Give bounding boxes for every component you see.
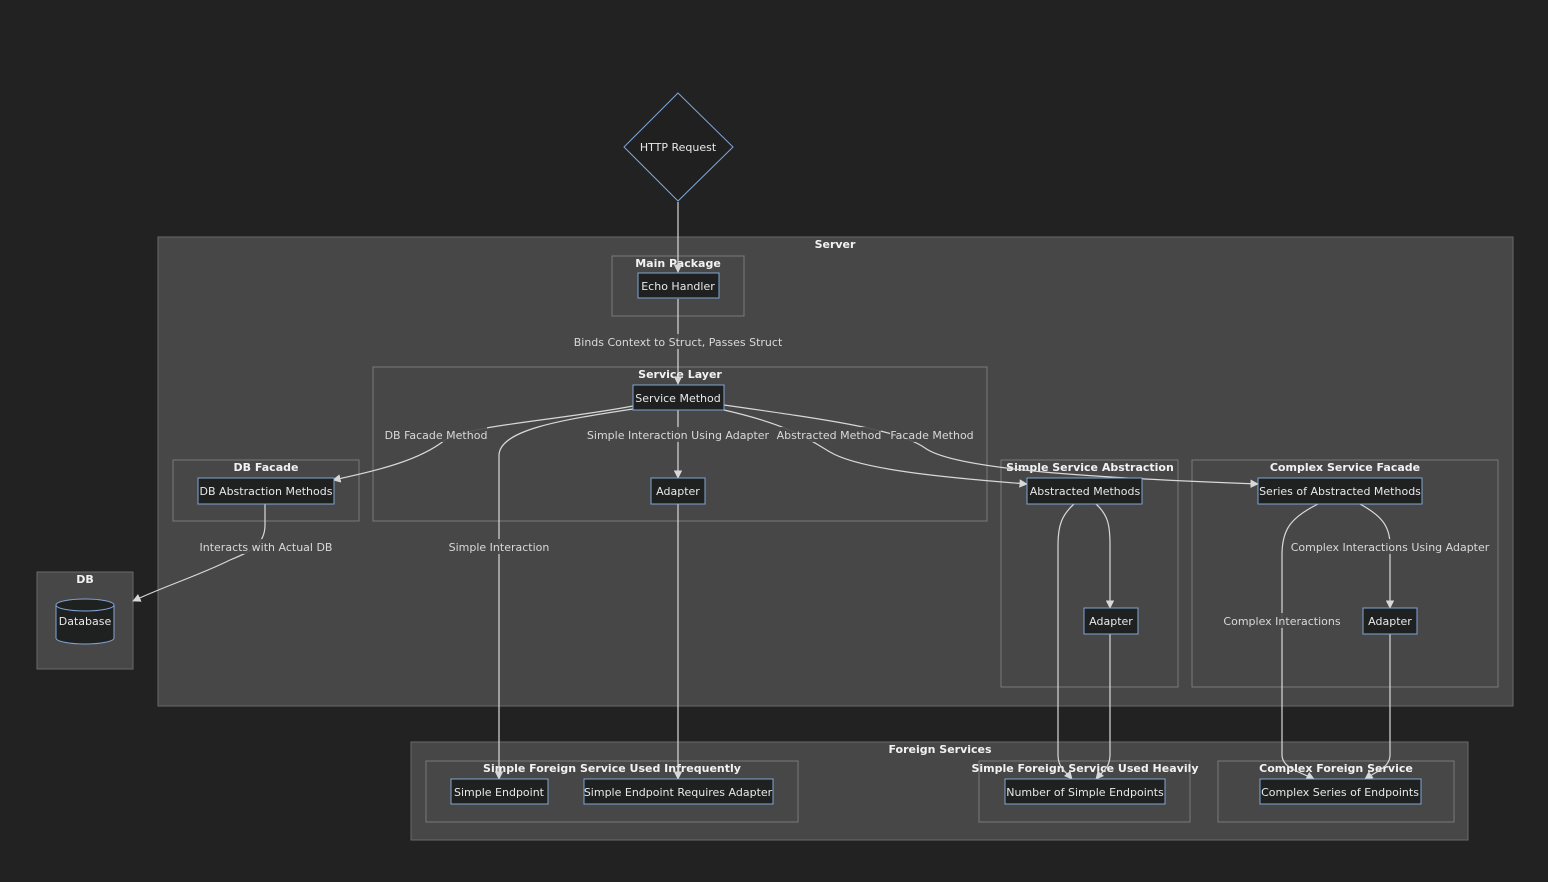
node-simple-endpoint[interactable]: Simple Endpoint [450, 778, 549, 805]
svg-text:Complex Interactions Using Ada: Complex Interactions Using Adapter [1291, 541, 1490, 554]
node-adapter-complex-facade[interactable]: Adapter [1362, 607, 1418, 635]
cluster-title-complex-service-facade: Complex Service Facade [1270, 461, 1420, 474]
svg-text:Simple Endpoint Requires Adapt: Simple Endpoint Requires Adapter [584, 786, 773, 799]
svg-text:Binds Context to Struct, Passe: Binds Context to Struct, Passes Struct [574, 336, 783, 349]
node-database[interactable]: Database [55, 598, 115, 645]
edge-label-binds-context: Binds Context to Struct, Passes Struct [574, 334, 783, 349]
edge-label-complex-interactions: Complex Interactions [1223, 613, 1341, 628]
node-adapter-simple-abstraction[interactable]: Adapter [1083, 607, 1139, 635]
node-service-method[interactable]: Service Method [632, 384, 725, 411]
edge-label-complex-interactions-using-adapter: Complex Interactions Using Adapter [1291, 539, 1490, 554]
node-db-abstraction-methods[interactable]: DB Abstraction Methods [197, 477, 335, 505]
svg-text:Abstracted Methods: Abstracted Methods [1030, 485, 1141, 498]
cluster-title-simple-foreign-infrequent: Simple Foreign Service Used Infrequently [483, 762, 741, 775]
edge-labels: Binds Context to Struct, Passes Struct D… [199, 334, 1490, 628]
svg-text:Facade Method: Facade Method [890, 429, 973, 442]
cluster-title-complex-foreign: Complex Foreign Service [1259, 762, 1413, 775]
edge-service-to-simple-endpoint [494, 408, 634, 780]
cluster-title-foreign-services: Foreign Services [888, 743, 992, 756]
svg-text:Number of Simple Endpoints: Number of Simple Endpoints [1006, 786, 1164, 799]
edge-series-to-complex-endpoints [1281, 503, 1319, 780]
svg-text:Series of Abstracted Methods: Series of Abstracted Methods [1259, 485, 1421, 498]
edge-abstracted-to-adapter [1095, 503, 1115, 609]
svg-text:DB Facade Method: DB Facade Method [385, 429, 488, 442]
cluster-title-simple-foreign-heavy: Simple Foreign Service Used Heavily [971, 762, 1198, 775]
edge-adapter-to-complex-endpoints [1364, 634, 1391, 780]
svg-text:Complex Series of Endpoints: Complex Series of Endpoints [1261, 786, 1419, 799]
edge-label-interacts-with-db: Interacts with Actual DB [199, 539, 333, 554]
svg-text:Abstracted Method: Abstracted Method [777, 429, 882, 442]
edge-label-simple-interaction-using-adapter: Simple Interaction Using Adapter [587, 427, 770, 442]
svg-text:DB Abstraction Methods: DB Abstraction Methods [200, 485, 333, 498]
edge-label-simple-interaction: Simple Interaction [449, 539, 550, 554]
svg-text:Echo Handler: Echo Handler [641, 280, 715, 293]
svg-text:HTTP Request: HTTP Request [640, 141, 717, 154]
svg-text:Adapter: Adapter [1368, 615, 1412, 628]
svg-text:Simple Endpoint: Simple Endpoint [454, 786, 545, 799]
node-http-request[interactable]: HTTP Request [623, 92, 734, 202]
svg-text:Simple Interaction: Simple Interaction [449, 541, 550, 554]
node-echo-handler[interactable]: Echo Handler [637, 272, 720, 299]
svg-text:Complex Interactions: Complex Interactions [1223, 615, 1340, 628]
node-number-of-simple-endpoints[interactable]: Number of Simple Endpoints [1004, 778, 1166, 805]
cluster-title-db: DB [76, 573, 94, 586]
edge-label-abstracted-method: Abstracted Method [777, 427, 882, 442]
cluster-title-service-layer: Service Layer [638, 368, 722, 381]
edge-service-to-abstracted [723, 409, 1028, 488]
edge-label-facade-method: Facade Method [890, 427, 975, 442]
svg-text:Database: Database [59, 615, 112, 628]
svg-text:Adapter: Adapter [656, 485, 700, 498]
node-series-of-abstracted-methods[interactable]: Series of Abstracted Methods [1257, 477, 1423, 505]
svg-text:Service Method: Service Method [635, 392, 720, 405]
cluster-title-db-facade: DB Facade [234, 461, 299, 474]
edge-abstracted-to-number-endpoints [1057, 503, 1075, 780]
node-simple-endpoint-requires-adapter[interactable]: Simple Endpoint Requires Adapter [583, 778, 774, 805]
node-adapter-service-layer[interactable]: Adapter [650, 477, 706, 505]
svg-text:Adapter: Adapter [1089, 615, 1133, 628]
svg-text:Simple Interaction Using Adapt: Simple Interaction Using Adapter [587, 429, 770, 442]
node-abstracted-methods[interactable]: Abstracted Methods [1026, 477, 1143, 505]
cluster-title-server: Server [815, 238, 856, 251]
edge-label-db-facade-method: DB Facade Method [385, 427, 488, 442]
edge-adapter-to-number-endpoints [1095, 634, 1111, 780]
cluster-title-simple-service-abstraction: Simple Service Abstraction [1006, 461, 1174, 474]
svg-text:Interacts with Actual DB: Interacts with Actual DB [200, 541, 333, 554]
node-complex-series-of-endpoints[interactable]: Complex Series of Endpoints [1259, 778, 1422, 805]
edge-db-abstraction-to-database [132, 504, 266, 602]
